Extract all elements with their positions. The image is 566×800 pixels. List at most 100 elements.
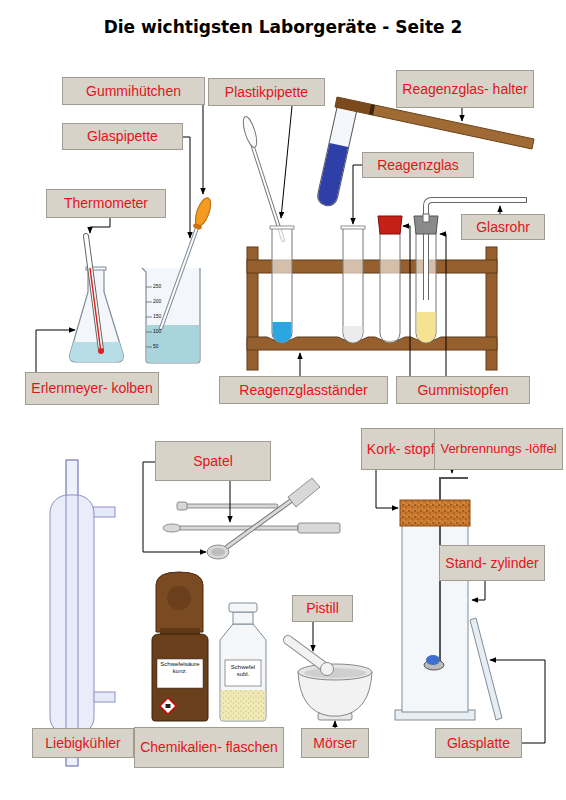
- plastic-pipette: [241, 115, 283, 240]
- glass-pipette: [161, 228, 197, 328]
- spatulas: [177, 502, 187, 510]
- leader-lines: [472, 581, 485, 600]
- label-box: Mörser: [301, 728, 369, 758]
- glass-plate: [470, 618, 502, 720]
- thermometer: [98, 348, 104, 354]
- test-tubes: [341, 226, 365, 229]
- mortar-and-pestle: [288, 640, 326, 668]
- leader-lines: [440, 234, 446, 376]
- label-text: Thermometer: [64, 196, 148, 211]
- label-text: Chemikalien- flaschen: [140, 740, 278, 755]
- label-text: Reagenzglasständer: [239, 383, 367, 398]
- glass-pipette: [192, 223, 202, 231]
- label-text: Glaspipette: [87, 129, 158, 144]
- erlenmeyer-flask: [70, 267, 124, 362]
- liebig-condenser: [93, 507, 115, 517]
- clear-bottle: [233, 612, 253, 624]
- leader-lines: [376, 470, 398, 508]
- leader-lines: [403, 226, 410, 376]
- label-text: Glasplatte: [447, 736, 510, 751]
- glass-plate: [470, 618, 502, 720]
- label-box: Thermometer: [46, 189, 166, 218]
- leader-lines: [230, 481, 231, 522]
- leader-lines: [313, 622, 314, 651]
- beaker: [142, 268, 200, 363]
- leader-lines: [300, 353, 301, 376]
- rubber-stoppers: [378, 214, 438, 234]
- spatulas: [298, 523, 340, 533]
- leader-lines: [462, 108, 463, 121]
- leader-lines: [203, 105, 204, 194]
- glass-pipette: [161, 228, 197, 328]
- beaker: [142, 268, 200, 363]
- spatulas: [227, 500, 292, 547]
- scale-number: 50: [153, 344, 159, 350]
- brown-bottle: [157, 659, 203, 688]
- leader-lines: [281, 106, 292, 218]
- gas-cylinder-setup: [427, 659, 439, 665]
- brown-bottle: [152, 572, 208, 721]
- label-text: Liebigkühler: [45, 736, 121, 751]
- test-tubes: [270, 226, 294, 229]
- label-box: Spatel: [155, 441, 271, 481]
- leader-lines: [500, 206, 501, 214]
- leader-lines: [353, 165, 362, 224]
- test-tubes: [417, 312, 436, 343]
- mortar-and-pestle: [321, 663, 334, 676]
- label-box: Erlenmeyer- kolben: [25, 372, 159, 405]
- scale-number: 150: [153, 314, 161, 320]
- brown-bottle: [166, 704, 171, 708]
- leader-lines: [183, 137, 190, 238]
- label-text: Plastikpipette: [225, 85, 308, 100]
- label-text: Erlenmeyer- kolben: [31, 381, 152, 396]
- label-box: Gummistopfen: [396, 376, 530, 404]
- mortar-and-pestle: [304, 668, 366, 678]
- test-tube-in-holder: [316, 102, 358, 208]
- label-box: Chemikalien- flaschen: [134, 727, 284, 768]
- glass-pipette: [161, 196, 214, 328]
- spatulas: [163, 478, 340, 559]
- mortar-and-pestle: [288, 640, 372, 720]
- label-text: Reagenzglas- halter: [402, 82, 527, 97]
- leader-lines: [36, 105, 545, 743]
- thermometer: [86, 236, 101, 350]
- test-tube-in-holder: [316, 102, 358, 208]
- liebig-condenser: [50, 460, 115, 766]
- scale-number: 200: [153, 299, 161, 305]
- spatulas: [163, 524, 181, 532]
- label-box: Reagenzglas: [362, 152, 474, 178]
- gas-cylinder-setup: [402, 505, 468, 712]
- rubber-stoppers: [378, 216, 402, 234]
- label-text: Pistill: [306, 601, 339, 616]
- label-text: Gummistopfen: [417, 383, 508, 398]
- beaker: [146, 287, 152, 347]
- bottle-label-text: Schwefel subl.: [225, 664, 261, 677]
- leader-lines: [90, 218, 110, 233]
- spatulas: [288, 478, 320, 507]
- beaker: [147, 325, 200, 362]
- liebig-condenser: [50, 495, 94, 735]
- spatulas: [227, 500, 292, 547]
- test-tubes: [273, 322, 292, 343]
- page-title: Die wichtigsten Laborgeräte - Seite 2: [0, 17, 566, 37]
- scale-number: 250: [153, 284, 161, 290]
- leader-lines: [335, 721, 336, 728]
- label-box: Glasplatte: [435, 728, 522, 758]
- test-tubes: [343, 228, 363, 343]
- label-text: Spatel: [193, 454, 233, 469]
- test-tube-holder: [369, 104, 375, 115]
- liebig-condenser: [66, 460, 78, 766]
- label-box: Pistill: [292, 595, 353, 622]
- brown-bottle: [167, 586, 191, 610]
- mortar-and-pestle: [288, 640, 326, 668]
- clear-bottle: [221, 690, 266, 720]
- brown-bottle: [160, 698, 176, 714]
- test-tubes: [380, 230, 400, 343]
- gas-cylinder-setup: [424, 660, 444, 670]
- test-tubes: [270, 226, 436, 343]
- thermometer: [90, 268, 101, 349]
- label-text: Stand- zylinder: [445, 556, 538, 571]
- spatulas: [207, 545, 229, 559]
- spatulas: [180, 526, 298, 530]
